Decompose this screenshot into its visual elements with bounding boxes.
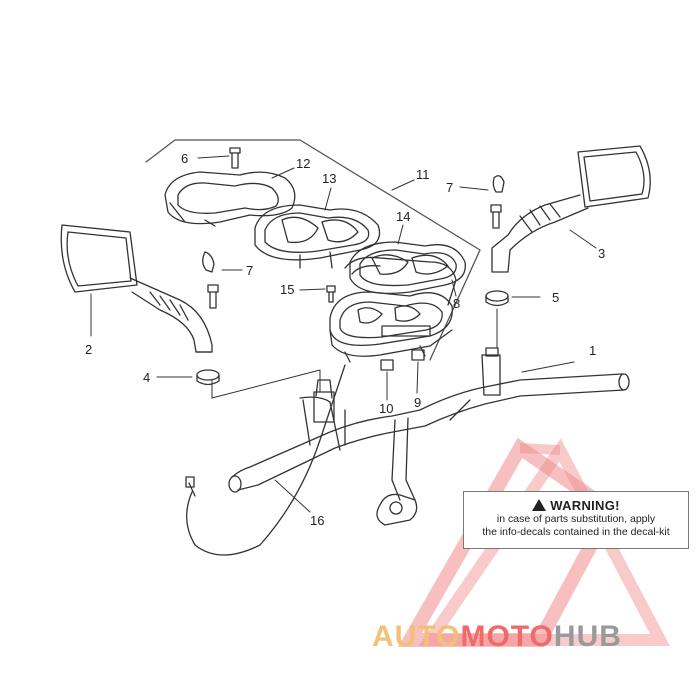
part-label-5: 5 [552,290,560,305]
part-label-1: 1 [589,343,597,358]
left-mirror [60,224,213,353]
nut-part-10 [380,359,394,371]
warning-triangle-icon [532,499,547,511]
watermark-text-moto: MOTO [460,620,554,653]
warning-notice: WARNING! in case of parts substitution, … [463,491,689,549]
part-label-15: 15 [280,282,295,297]
warning-line-2: the info-decals contained in the decal-k… [482,526,670,538]
right-mirror [491,145,651,273]
leader-lines [90,155,597,513]
part-label-7-left: 7 [246,263,254,278]
part-label-4: 4 [143,370,151,385]
screw-part-6 [229,147,241,169]
part-label-7-right: 7 [446,180,454,195]
watermark-text-hub: HUB [553,620,622,653]
speedometer-cable [185,364,346,556]
bolt-part-7-left [202,251,219,309]
watermark-logo-text: AUTOMOTOHUB [372,620,692,660]
washer-part-5 [485,290,509,302]
part-label-9: 9 [414,395,422,410]
part-label-14: 14 [396,209,411,224]
watermark-text-auto: AUTO [372,620,461,653]
part-label-2: 2 [85,342,93,357]
washer-part-4 [196,369,220,381]
bolt-part-7-right [490,175,505,229]
screw-part-15 [326,285,336,303]
part-label-8: 8 [453,296,461,311]
gasket-part-13 [254,204,381,269]
bezel-part-8 [344,256,457,306]
part-label-3: 3 [598,246,606,261]
nut-part-9 [411,349,425,361]
part-label-13: 13 [322,171,337,186]
warning-title: WARNING! [550,498,620,513]
part-label-12: 12 [296,156,311,171]
part-label-6: 6 [181,151,189,166]
instrument-panel [329,291,453,363]
part-label-16: 16 [310,513,325,528]
part-label-11: 11 [416,167,430,182]
cover-part-12 [164,171,296,227]
handlebar [228,347,630,526]
warning-line-1: in case of parts substitution, apply [496,513,656,525]
part-label-10: 10 [379,401,394,416]
